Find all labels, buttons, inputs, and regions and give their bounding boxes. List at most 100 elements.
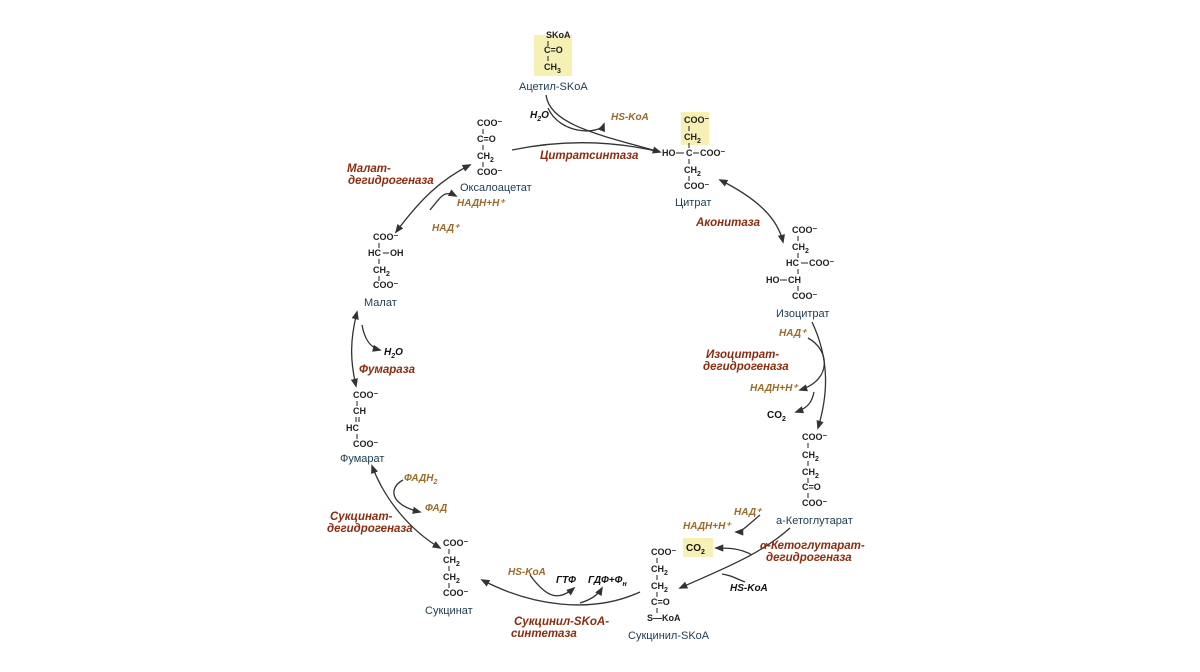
arrow-succoa-succinate [480,579,641,606]
alpha-ketoglutarate: COO⁻ CH2 CH2 C=O COO⁻ a-Кетоглутарат [776,432,853,527]
nad-malate-dh: НАД⁺ [432,223,461,234]
isocitrate-line5: COO⁻ [792,291,818,301]
malate-name: Малат [364,297,397,309]
acetyl-line2: C=O [544,45,563,55]
hskoa-akg-dh: HS-KoA [730,583,768,594]
citrate-line3a: HO [662,148,676,158]
nadh-malate-dh: НАДН+Н⁺ [457,198,506,209]
akg-line2: CH2 [802,450,819,463]
enzyme-akg-dh-1: α-Кетоглутарат- [760,540,865,552]
citrate-line3b: C [686,148,693,158]
arrow-oaa-citrate [511,142,661,153]
citrate-line4: CH2 [684,165,701,178]
isocitrate-line3a: HC [786,258,799,268]
succoa-line1: COO⁻ [651,547,677,557]
oaa-line4: COO⁻ [477,167,503,177]
enzyme-isocitrate-dh-2: дегидрогеназа [703,361,789,373]
succoa-line4: C=O [651,597,670,607]
fumarate-line4: COO⁻ [353,439,379,449]
arrow-fad [393,479,422,514]
hskoa-citrate-synthase: HS-KoA [611,112,649,123]
oaa-line2: C=O [477,134,496,144]
malate-line4: COO⁻ [373,280,399,290]
arrow-co2-idh [794,391,815,414]
nadh-akg-dh: НАДН+Н⁺ [683,521,732,532]
succinyl-skoa: COO⁻ CH2 CH2 C=O S—KoA Сукцинил-SKoA [628,547,710,642]
enzyme-aconitase: Аконитаза [695,217,761,229]
succinate-line3: CH2 [443,572,460,585]
citrate: COO⁻ CH2 HO C COO⁻ CH2 COO⁻ Цитрат [662,115,726,209]
co2-isocitrate-dh: CO2 [767,410,786,423]
arrow-citrate-isocitrate [718,179,785,244]
nad-isocitrate-dh: НАД⁺ [779,328,808,339]
enzyme-malate-dh-1: Малат- [347,163,391,175]
oxaloacetate: COO⁻ C=O CH2 COO⁻ Оксалоацетат [460,118,532,194]
isocitrate-name: Изоцитрат [776,308,829,320]
arrow-nad-akg [734,514,761,536]
akg-line3: CH2 [802,467,819,480]
succoa-name: Сукцинил-SKoA [628,630,710,642]
h2o-citrate-synthase: H2O [530,110,549,123]
isocitrate-line4b: CH [788,275,801,285]
fumarate: COO⁻ CH HC COO⁻ Фумарат [340,390,384,465]
akg-line1: COO⁻ [802,432,828,442]
succinate-name: Сукцинат [425,605,473,617]
fumarate-name: Фумарат [340,453,384,465]
acetyl-name: Ацетил-SKoA [519,81,588,93]
citrate-line5: COO⁻ [684,181,710,191]
isocitrate: COO⁻ CH2 HC COO⁻ HO CH COO⁻ Изоцитрат [766,225,835,320]
enzyme-succinyl-synthetase-1: Сукцинил-SKoA- [514,616,609,628]
nad-akg-dh: НАД⁺ [734,507,763,518]
citrate-line1: COO⁻ [684,115,710,125]
citrate-line3c: COO⁻ [700,148,726,158]
acetyl-line1: SKoA [546,30,571,40]
malate-line3: CH2 [373,265,390,278]
akg-name: a-Кетоглутарат [776,515,853,527]
h2o-fumarase: H2O [384,347,403,360]
citrate-name: Цитрат [675,197,711,209]
co2-akg-dh: CO2 [686,543,705,556]
malate-line2b: OH [390,248,404,258]
citrate-line2: CH2 [684,132,701,145]
enzyme-malate-dh-2: дегидрогеназа [348,175,434,187]
gdp-pi: ГДФ+Фн [588,575,627,588]
isocitrate-line1: COO⁻ [792,225,818,235]
arrow-fumarate-malate [350,310,359,388]
akg-line4: C=O [802,482,821,492]
oaa-line3: CH2 [477,151,494,164]
isocitrate-line3b: COO⁻ [809,258,835,268]
oaa-line1: COO⁻ [477,118,503,128]
acetyl-skoa: SKoA C=O CH3 Ацетил-SKoA [519,30,588,93]
arrow-acetyl-citrate [545,94,662,154]
malate: COO⁻ HC OH CH2 COO⁻ Малат [364,232,404,309]
arrow-co2-akg [714,544,753,556]
succinate-line2: CH2 [443,555,460,568]
co2-highlight [683,538,713,557]
fumarate-line1: COO⁻ [353,390,379,400]
isocitrate-line4a: HO [766,275,780,285]
isocitrate-line2: CH2 [792,242,809,255]
enzyme-akg-dh-2: дегидрогеназа [766,552,852,564]
arrow-gdp [579,586,603,604]
arrow-isocitrate-akg [811,321,827,430]
arrow-h2o-fum [361,324,382,352]
arrow-succinate-fumarate [371,464,442,549]
malate-line1: COO⁻ [373,232,399,242]
arrow-nad-idh [798,337,825,392]
succoa-line5: S—KoA [647,613,681,623]
enzyme-succinate-dh-1: Сукцинат- [330,511,393,523]
arrow-gtp [529,574,576,597]
succoa-line3: CH2 [651,581,668,594]
acetyl-line3: CH3 [544,62,561,75]
citrate-highlight [681,112,709,145]
arrow-nad-mdh [429,189,458,211]
arrow-akg-succoa [678,527,791,589]
acetyl-highlight [534,35,572,76]
fumarate-line2: CH [353,406,366,416]
malate-line2a: HC [368,248,381,258]
enzyme-succinyl-synthetase-2: синтетаза [511,628,577,640]
gtp: ГТФ [556,575,576,586]
fadh2: ФАДН2 [404,473,437,486]
enzyme-succinate-dh-2: дегидрогеназа [327,523,413,535]
